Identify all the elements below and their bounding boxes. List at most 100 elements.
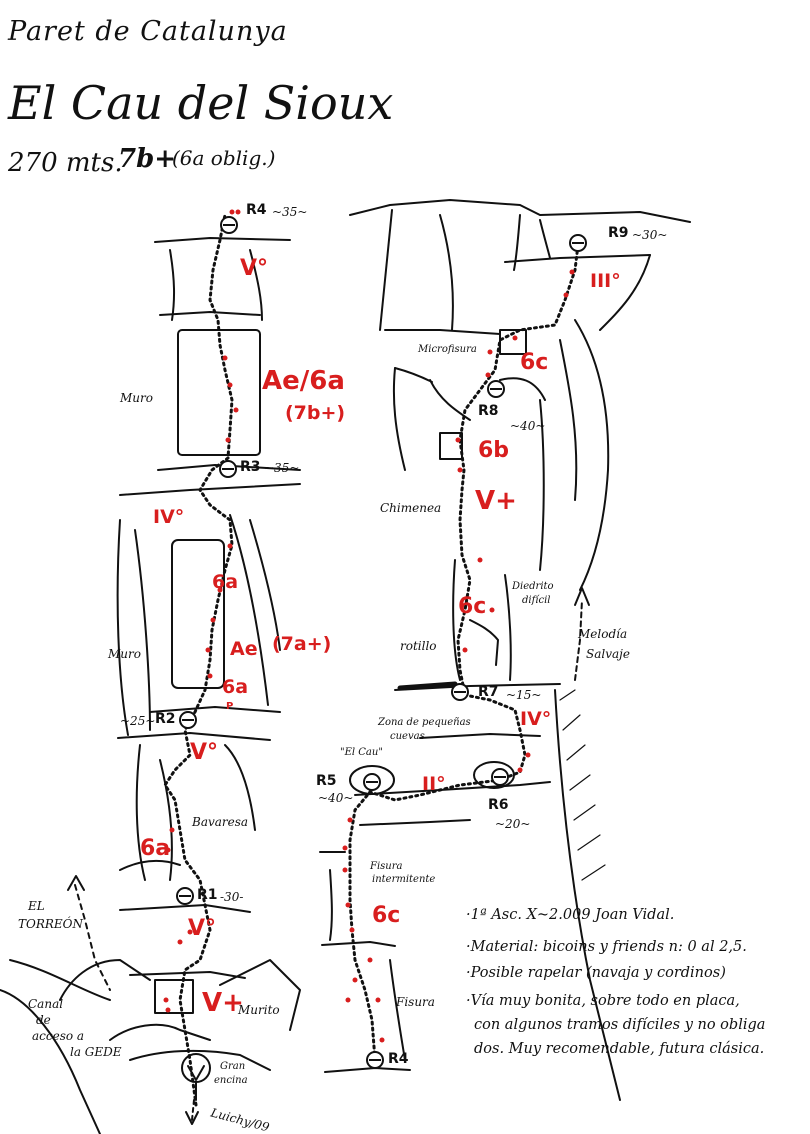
ledge [324, 1067, 411, 1073]
rock-outline [0, 989, 101, 1134]
tree-trunk [187, 1065, 205, 1101]
rock-outline [539, 399, 545, 571]
route-name: El Cau del Sioux [8, 76, 394, 130]
label-chimenea: Chimenea [380, 501, 442, 515]
label-canal: Canal [28, 997, 64, 1011]
rock-outline [159, 759, 173, 881]
grade-pitch3-top: V° [190, 740, 219, 765]
label-encina: encina [214, 1075, 248, 1086]
route-arrow [574, 599, 583, 681]
station-r1-length: -30- [220, 890, 244, 904]
rock-outline [129, 1049, 271, 1071]
label-microfisura: Microfisura [418, 344, 477, 355]
grade-pitch1-lower: V+ [202, 988, 244, 1018]
label-acceso: acceso a [32, 1029, 85, 1043]
rock-outline [379, 209, 393, 331]
grade-pitch7: II° [422, 773, 446, 795]
ledge [354, 781, 551, 796]
grade-pitch3-7a: (7a+) [272, 633, 332, 655]
station-r4-top-length: ~35~ [272, 205, 308, 219]
rock-outline [554, 689, 621, 1101]
station-r5-length: ~40~ [318, 791, 354, 805]
ledge [359, 819, 471, 826]
station-r2-length: ~25~ [120, 714, 156, 728]
grade-pitch9-6b: 6b [478, 438, 510, 463]
grade-pitch3-6a-low: 6a [222, 676, 249, 698]
rock-outline [224, 744, 256, 831]
rock-outline [452, 559, 461, 681]
grade-pitch2: 6a [140, 836, 171, 861]
station-r4-top: R4 [246, 202, 267, 218]
rock-outline [504, 574, 512, 681]
ledge [504, 254, 651, 263]
rock-outline [229, 514, 269, 706]
rock-outline [429, 379, 471, 421]
rock-outline [394, 367, 433, 383]
rock-outline [9, 959, 111, 1001]
rock-outline [135, 744, 146, 881]
cave-el-cau [349, 765, 395, 795]
rock-outline [513, 214, 521, 271]
rock-outline [392, 367, 406, 471]
rock-outline [134, 529, 151, 731]
grade-pitch4-7b: (7b+) [285, 402, 346, 424]
muro-panel [177, 329, 261, 456]
label-canal-de: de [36, 1013, 51, 1027]
rock-outline [219, 959, 301, 1031]
rock-outline [574, 319, 610, 591]
note-rappel: ·Posible rapelar (navaja y cordinos) [466, 965, 726, 981]
label-murito: Murito [238, 1003, 280, 1017]
label-muro-lower: Muro [108, 647, 141, 661]
rock-outline [349, 199, 691, 223]
label-torreon: TORREÓN [18, 917, 84, 931]
ledge [157, 464, 301, 471]
route-grade-note: (6a oblig.) [172, 146, 276, 170]
ledge [149, 706, 281, 713]
rock-outline [499, 377, 546, 401]
station-r6-length: ~20~ [495, 817, 531, 831]
block [439, 432, 463, 460]
note-description-3: dos. Muy recomendable, futura clásica. [474, 1041, 765, 1057]
approach-path [191, 1099, 195, 1121]
label-pitons: P [226, 701, 234, 712]
grade-pitch3-iv: IV° [153, 506, 185, 528]
route-line-left [163, 213, 234, 1107]
rock-outline [384, 329, 501, 335]
label-rotillo: rotillo [400, 639, 437, 653]
label-zona-cuevas-1: Zona de pequeñas [378, 717, 471, 728]
note-description-2: con algunos tramos difíciles y no obliga [474, 1017, 766, 1033]
grade-pitch9-v: V+ [475, 486, 517, 516]
note-description-1: ·Vía muy bonita, sobre todo en placa, [466, 993, 740, 1009]
ledge [321, 941, 396, 947]
station-r2: R2 [155, 711, 176, 727]
grade-pitch5: V° [240, 256, 269, 281]
murito-block [154, 979, 194, 1014]
label-fisura-int-2: intermitente [372, 874, 436, 885]
station-r7: R7 [478, 684, 499, 700]
approach-arrow [185, 1111, 199, 1125]
label-el: EL [28, 899, 45, 913]
route-grade: 7b+ [118, 144, 177, 174]
rock-outline [389, 959, 406, 1061]
station-r6: R6 [488, 797, 509, 813]
grade-pitch11: III° [590, 270, 621, 292]
rock-outline [249, 249, 263, 321]
rock-outline [469, 619, 499, 666]
note-first-ascent: ·1ª Asc. X~2.009 Joan Vidal. [466, 907, 675, 923]
station-r3-length: ~35~ [264, 461, 300, 475]
ledge [129, 971, 246, 979]
grade-pitch9-6c: 6c [458, 594, 487, 619]
label-fisura: Fisura [396, 995, 435, 1009]
label-salvaje: Salvaje [586, 647, 630, 661]
station-r8-length: ~40~ [510, 419, 546, 433]
tree-crown [181, 1053, 211, 1083]
grade-pitch3-6a-high: 6a [212, 571, 239, 593]
station-r4-bottom: R4 [388, 1051, 409, 1067]
rock-outline [329, 869, 333, 941]
ledge [159, 311, 261, 316]
grade-pitch3-ae: Ae [230, 638, 258, 660]
ledge [119, 904, 251, 913]
ledge [154, 237, 291, 243]
rock-outline [439, 214, 454, 331]
